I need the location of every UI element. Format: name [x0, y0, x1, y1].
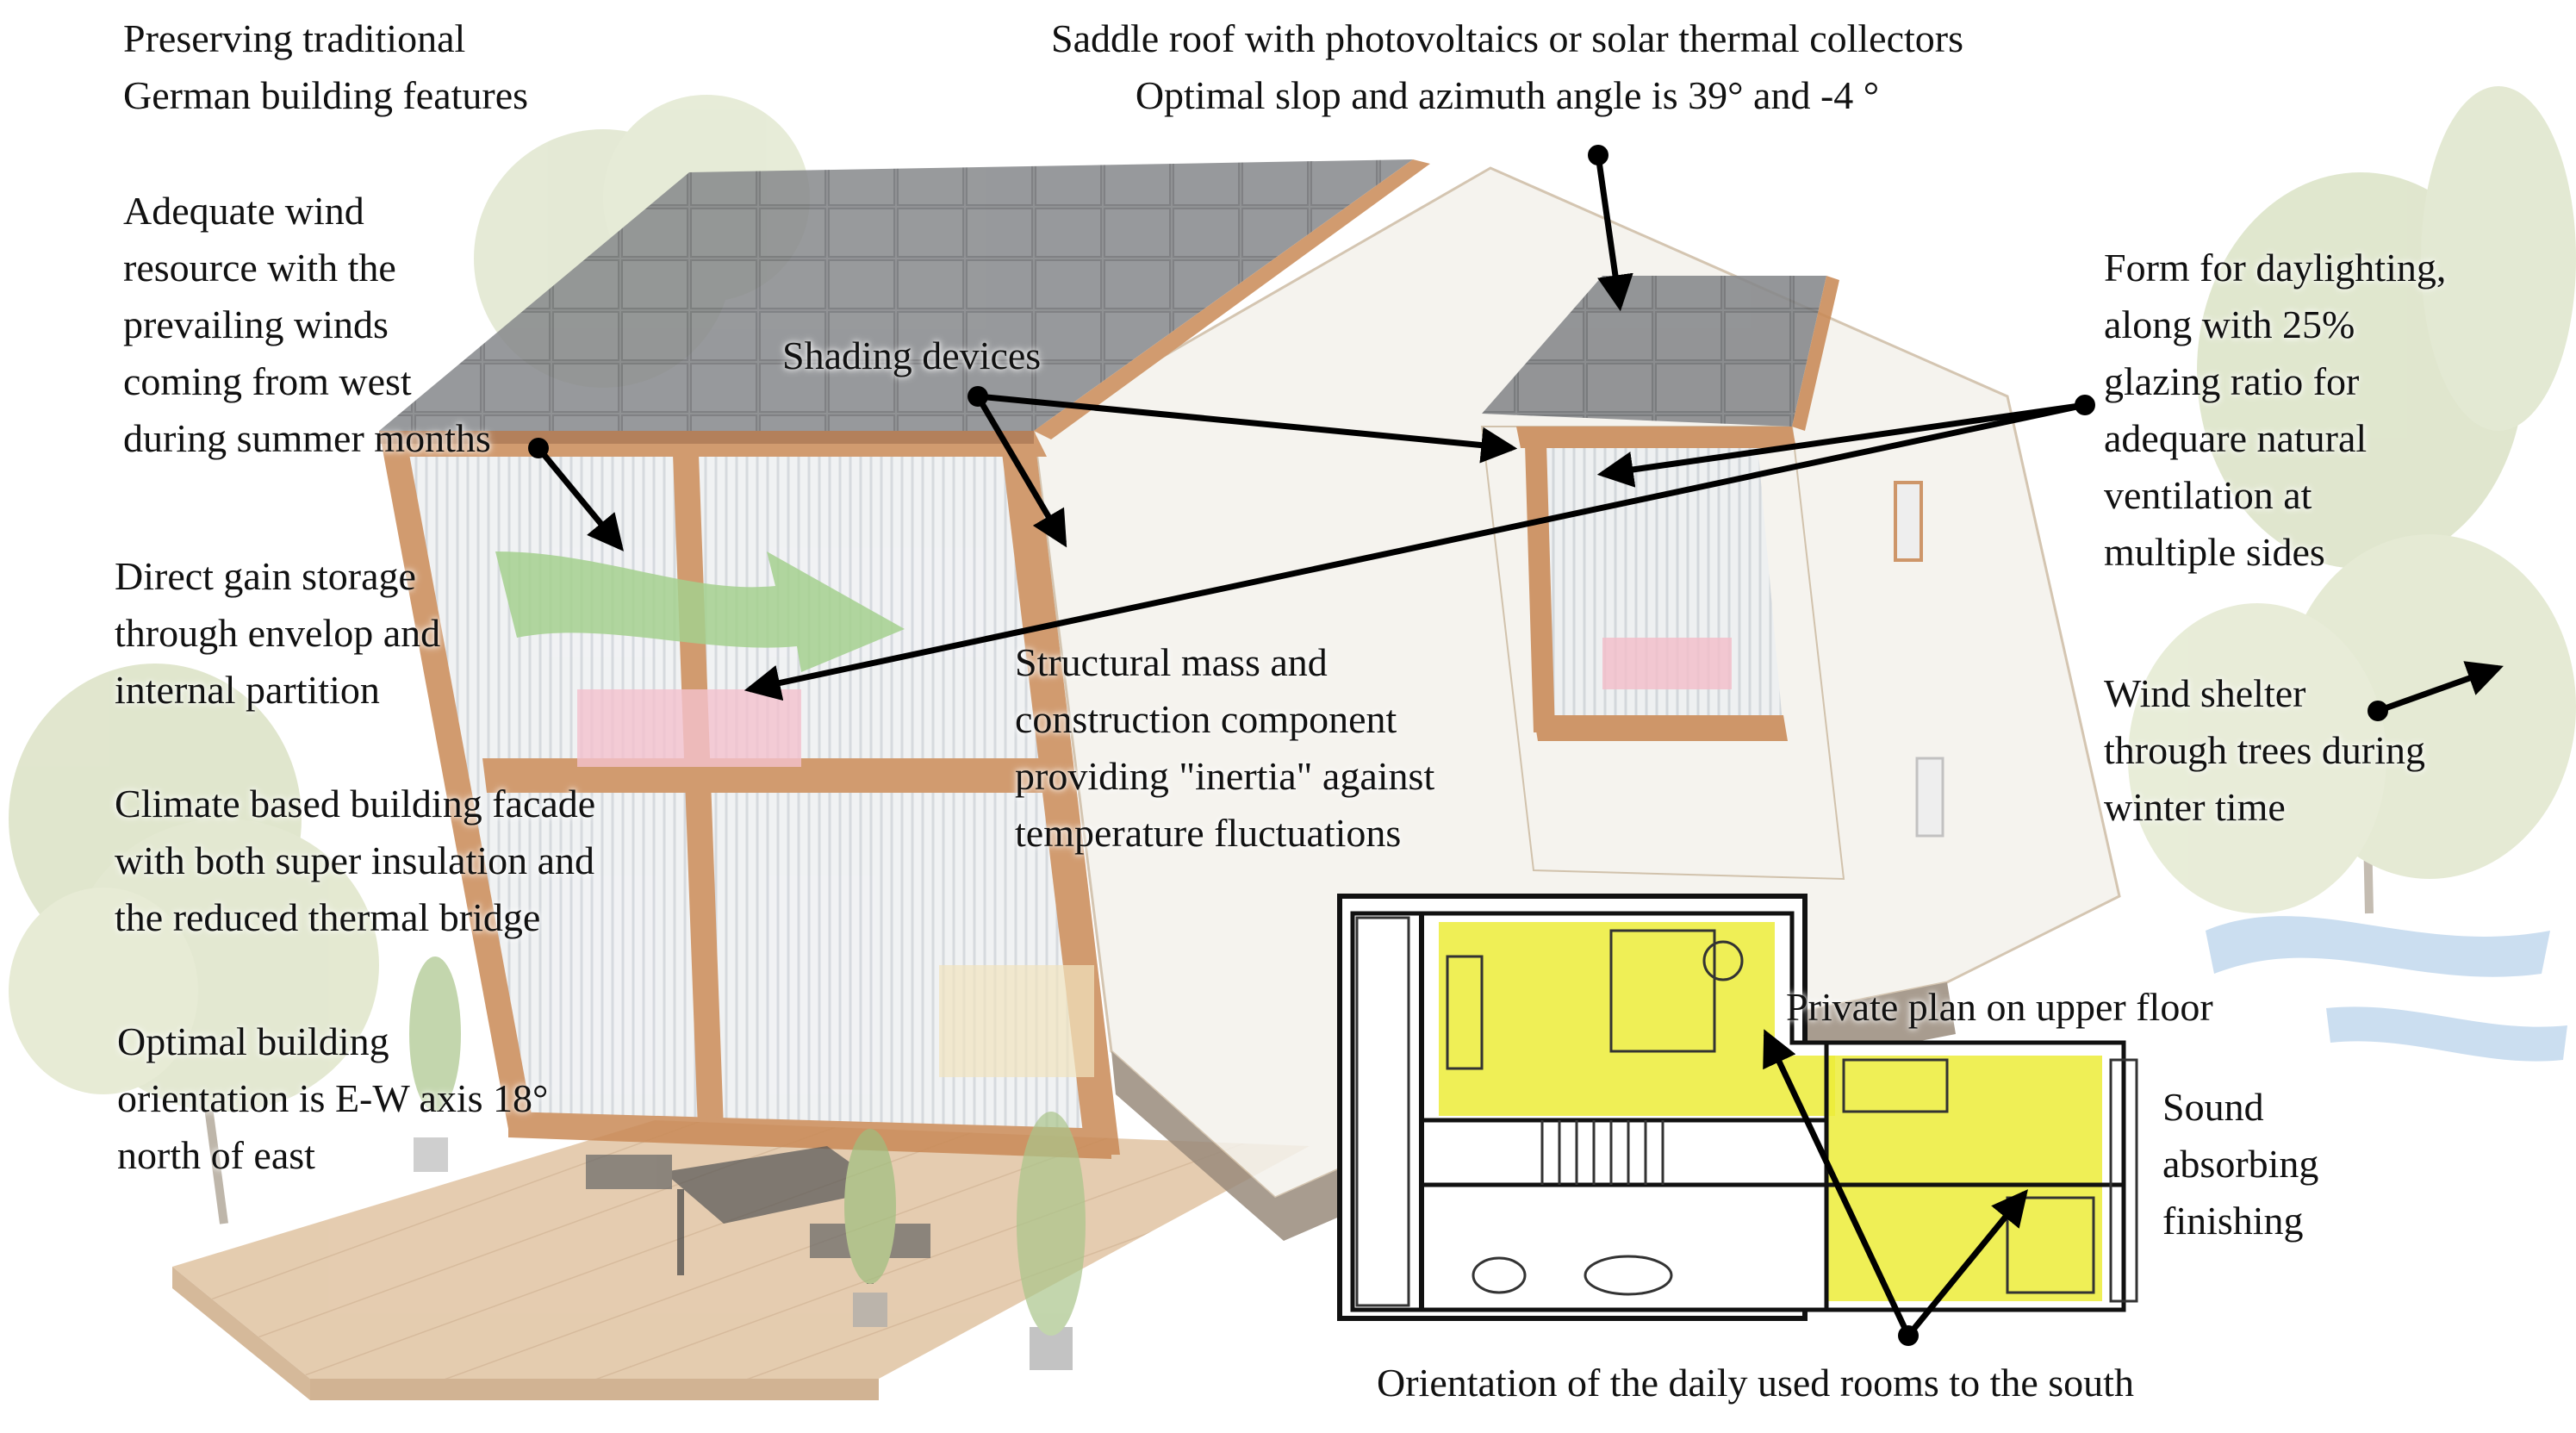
- annotation-dots: [528, 145, 2388, 1346]
- label-traditional-features: Preserving traditional German building f…: [123, 16, 529, 117]
- label-sound-absorbing: Sound absorbing finishing: [2162, 1085, 2319, 1243]
- label-saddle-roof: Saddle roof with photovoltaics or solar …: [1051, 16, 1964, 117]
- label-facade: Climate based building facade with both …: [115, 782, 596, 939]
- label-structural-mass: Structural mass and construction compone…: [1015, 640, 1435, 855]
- tree-left-icon: [9, 664, 379, 1224]
- label-orientation-axis: Optimal building orientation is E-W axis…: [117, 1019, 549, 1177]
- label-direct-gain: Direct gain storage through envelop and …: [115, 554, 441, 712]
- wind-flow-right-icon: [2206, 916, 2567, 1062]
- label-wind-shelter: Wind shelter through trees during winter…: [2104, 671, 2426, 829]
- house-dormer: [1480, 276, 1944, 881]
- wind-flow-arrow-icon: [495, 551, 905, 672]
- annotation-arrows: [536, 154, 2504, 1338]
- label-shading-devices: Shading devices: [782, 333, 1042, 377]
- terrace-furniture-icon: [409, 956, 1086, 1370]
- label-daylighting: Form for daylighting, along with 25% gla…: [2104, 246, 2447, 574]
- label-private-plan: Private plan on upper floor: [1786, 985, 2213, 1029]
- upper-floor-plan: [1337, 894, 2138, 1321]
- label-wind-resource: Adequate wind resource with the prevaili…: [123, 189, 491, 460]
- label-orientation-rooms: Orientation of the daily used rooms to t…: [1377, 1361, 2134, 1405]
- tree-right-icon: [2128, 86, 2576, 914]
